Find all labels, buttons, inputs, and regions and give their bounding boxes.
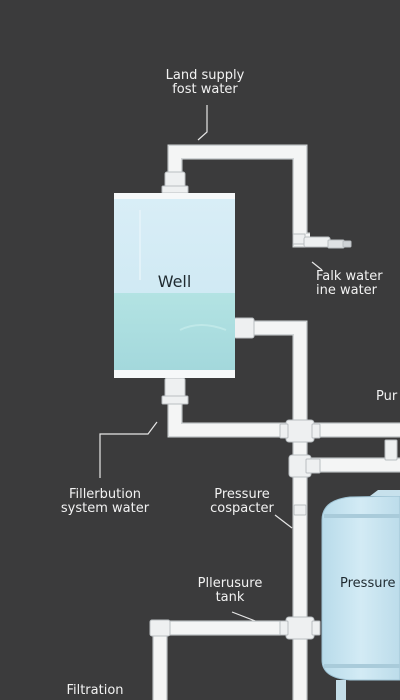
label-fillerbution-line2: system water bbox=[60, 501, 150, 516]
label-pressure-tank-text: Pressure bbox=[340, 576, 396, 591]
label-pump: Pur bbox=[376, 390, 400, 404]
label-fillerbution-line1: Fillerbution bbox=[68, 487, 142, 502]
tee-upper-ring bbox=[279, 423, 289, 439]
label-pressure-cospacter: Pressure cospacter bbox=[192, 488, 292, 516]
pressure-tank bbox=[321, 490, 400, 700]
label-well-text: Well bbox=[157, 272, 192, 291]
leader-pllerusure-tank bbox=[231, 611, 259, 623]
label-pllerusure-tank-line2: tank bbox=[215, 590, 245, 605]
label-land-supply-line1: Land supply bbox=[165, 68, 245, 83]
fitting-well-bottom-ring bbox=[161, 395, 189, 405]
label-falk-water-line2: ine water bbox=[316, 283, 378, 298]
elbow-pump-right bbox=[384, 439, 398, 461]
label-land-supply-line2: fost water bbox=[172, 82, 238, 97]
fitting-well-top-cap bbox=[161, 185, 189, 194]
label-land-supply: Land supply fost water bbox=[150, 69, 260, 97]
pipes bbox=[152, 144, 400, 700]
label-filtration-text: Filtration bbox=[66, 683, 124, 698]
faucet-outlet bbox=[292, 233, 352, 249]
label-pllerusure-tank-line1: Pllerusure bbox=[197, 576, 263, 591]
leader-lines bbox=[99, 105, 323, 623]
well-tank bbox=[114, 193, 235, 378]
pipe-well-bottom bbox=[169, 395, 400, 436]
tee-lower-ring-right bbox=[311, 620, 321, 636]
label-well: Well bbox=[114, 272, 235, 291]
pipe-well-side bbox=[250, 322, 306, 700]
label-fillerbution: Fillerbution system water bbox=[50, 488, 160, 516]
leader-fillerbution bbox=[99, 421, 158, 478]
leader-pressure-cospacter bbox=[274, 514, 293, 529]
leader-falk-water bbox=[311, 261, 323, 271]
label-pllerusure-tank: Pllerusure tank bbox=[185, 577, 275, 605]
fitting-well-bottom bbox=[164, 377, 186, 399]
label-pressure-tank: Pressure bbox=[340, 577, 400, 591]
label-pressure-cospacter-line2: cospacter bbox=[210, 501, 274, 516]
label-pressure-cospacter-line1: Pressure bbox=[214, 487, 270, 502]
label-pump-text: Pur bbox=[376, 389, 398, 404]
pipe-lower-loop bbox=[154, 622, 300, 700]
tee-lower bbox=[285, 616, 315, 640]
pipe-fittings bbox=[149, 171, 398, 640]
label-filtration: Filtration bbox=[45, 684, 145, 698]
joint-lower-left bbox=[149, 619, 171, 637]
valve-pump-branch bbox=[305, 458, 321, 474]
fitting-well-side bbox=[233, 317, 255, 339]
leader-land-supply bbox=[197, 105, 208, 141]
label-falk-water-line1: Falk water bbox=[316, 269, 383, 284]
tee-lower-ring bbox=[279, 620, 289, 636]
joint-vertical-lower bbox=[293, 504, 307, 516]
tee-upper bbox=[285, 419, 315, 443]
tee-upper-ring-right bbox=[311, 423, 321, 439]
label-falk-water: Falk water ine water bbox=[316, 270, 400, 298]
